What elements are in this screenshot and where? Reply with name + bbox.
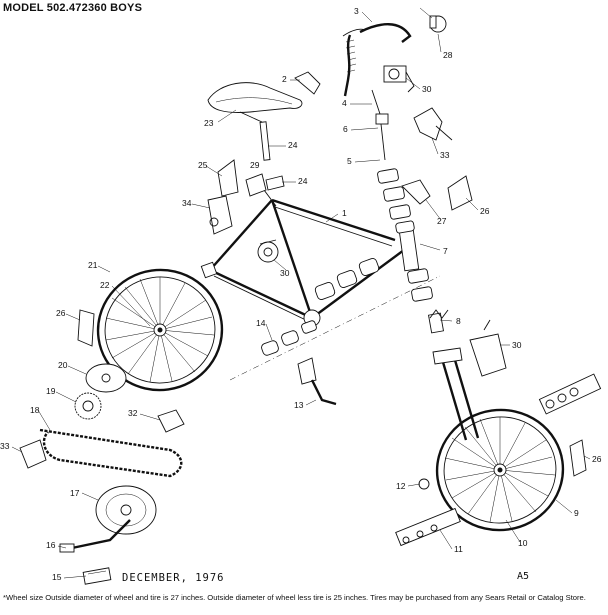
brake-lever-left [294, 71, 321, 95]
hub-plate [85, 363, 127, 393]
callout-2: 2 [282, 74, 287, 84]
bicycle-frame [200, 189, 405, 327]
callout-13: 13 [294, 400, 304, 410]
publication-date: DECEMBER, 1976 [122, 572, 225, 584]
callout-19: 19 [46, 386, 56, 396]
front-derailleur [257, 239, 279, 263]
fork-and-headset [371, 89, 480, 441]
callout-26b: 26 [480, 206, 490, 216]
assembly-centerline [229, 275, 441, 381]
callout-11: 11 [454, 544, 463, 554]
front-wheel [435, 408, 565, 532]
rear-axle-kit [395, 507, 461, 547]
callout-24: 24 [288, 140, 298, 150]
callout-22: 22 [100, 280, 110, 290]
callout-17: 17 [70, 488, 80, 498]
derailleur-guide [157, 409, 185, 433]
page-code: A5 [517, 571, 530, 582]
callout-23: 23 [204, 118, 214, 128]
rear-wheel [96, 268, 224, 392]
rear-reflector [77, 309, 95, 347]
callout-18: 18 [30, 405, 40, 415]
callout-8: 8 [456, 316, 461, 326]
callout-25: 24 [298, 176, 308, 186]
bottom-bracket-parts [261, 320, 317, 356]
callout-30a: 30 [422, 84, 432, 94]
callout-1: 1 [342, 208, 347, 218]
callout-26d: 26 [592, 454, 602, 464]
callout-28: 29 [250, 160, 260, 170]
handlebar-lamp [383, 65, 415, 93]
crank-arm [71, 519, 131, 550]
callout-30b: 30 [280, 268, 290, 278]
callout-15: 15 [52, 572, 62, 582]
callout-27: 27 [437, 216, 447, 226]
reflector-seat [217, 159, 239, 197]
front-hub-parts [538, 373, 602, 415]
callout-5: 5 [347, 156, 352, 166]
callout-14: 14 [256, 318, 266, 328]
callout-26c: 26 [56, 308, 66, 318]
callout-29: 28 [443, 50, 453, 60]
bell [419, 7, 447, 33]
rear-derailleur-upper [207, 195, 233, 235]
axle-nut [418, 478, 430, 490]
crank-end [59, 543, 75, 553]
callout-31: 33 [440, 150, 450, 160]
callout-26a: 25 [198, 160, 208, 170]
callout-16: 16 [46, 540, 56, 550]
saddle [207, 82, 303, 161]
callout-7: 7 [443, 246, 448, 256]
model-title: MODEL 502.472360 BOYS [3, 2, 143, 14]
callout-30c: 30 [512, 340, 522, 350]
pedal [82, 567, 112, 585]
front-reflector [569, 439, 587, 477]
wheel-size-footnote: *Wheel size Outside diameter of wheel an… [3, 593, 586, 602]
callout-20: 20 [58, 360, 68, 370]
callout-33: 33 [0, 441, 10, 451]
handlebar [342, 23, 412, 97]
headset-parts [377, 168, 449, 319]
binder-bolt [265, 175, 285, 191]
callout-labels: 3 28 2 30 4 23 6 24 5 33 25 29 24 1 27 2… [0, 6, 602, 582]
callout-3: 3 [354, 6, 359, 16]
brake-lever-right [413, 107, 453, 141]
callout-32: 32 [128, 408, 138, 418]
front-brake-caliper [469, 319, 507, 377]
seat-clamp [245, 173, 267, 197]
callout-9: 9 [574, 508, 579, 518]
shift-lever [19, 439, 47, 469]
chainring-guard [95, 485, 157, 535]
fender-bracket [401, 179, 431, 205]
kickstand [297, 357, 337, 406]
callout-6: 6 [343, 124, 348, 134]
callout-4: 4 [342, 98, 347, 108]
chain [39, 428, 183, 478]
freewheel-sprocket [74, 392, 102, 420]
crank-hanger-parts [314, 258, 380, 300]
callout-10: 10 [518, 538, 528, 548]
callout-34: 34 [182, 198, 192, 208]
leader-lines [11, 11, 591, 579]
callout-12: 12 [396, 481, 406, 491]
reflector-top-right [447, 175, 473, 211]
callout-21: 21 [88, 260, 98, 270]
